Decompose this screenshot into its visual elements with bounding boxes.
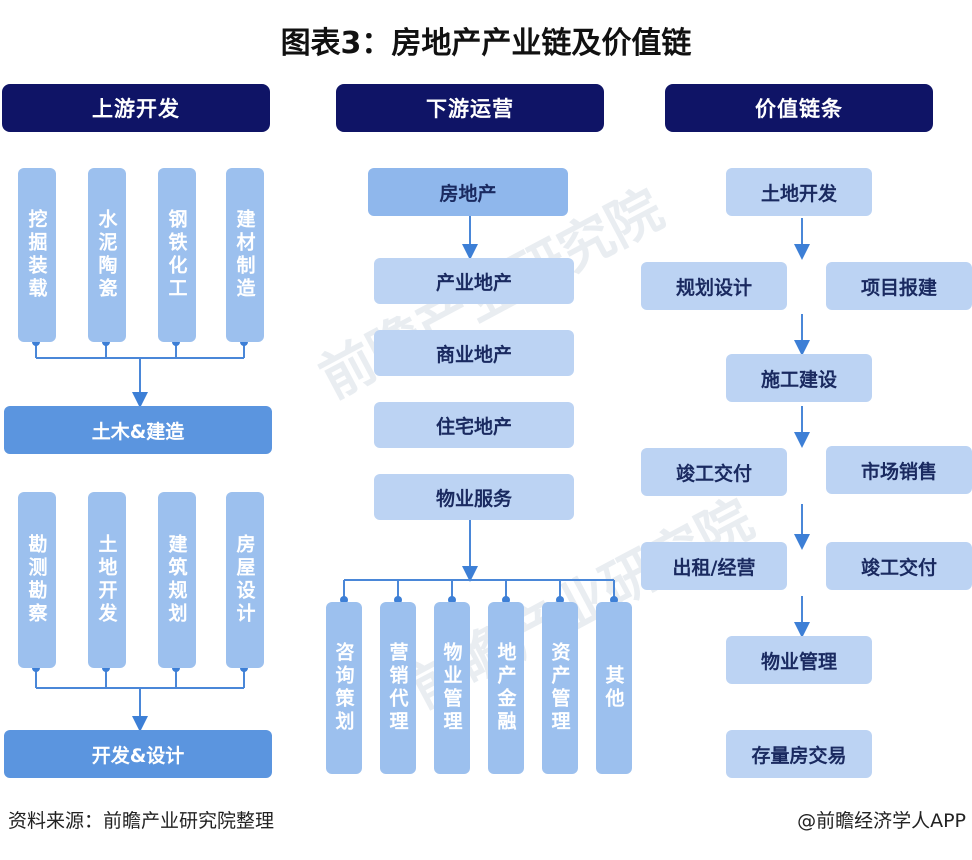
page-title: 图表3：房地产产业链及价值链 [280, 26, 692, 61]
vc-sales: 市场销售 [826, 446, 972, 494]
vc-land: 土地开发 [726, 168, 872, 216]
upstream-bottom-col: 勘测勘察 [18, 492, 56, 668]
downstream-sub-col: 物业管理 [434, 602, 470, 774]
upstream-merge-design: 开发&设计 [4, 730, 272, 778]
downstream-item: 商业地产 [374, 330, 574, 376]
downstream-sub-col: 资产管理 [542, 602, 578, 774]
header-upstream: 上游开发 [2, 84, 270, 132]
vc-complete-2: 竣工交付 [826, 542, 972, 590]
upstream-top-col: 挖掘装载 [18, 168, 56, 342]
upstream-top-col: 水泥陶瓷 [88, 168, 126, 342]
downstream-sub-col: 咨询策划 [326, 602, 362, 774]
header-downstream: 下游运营 [336, 84, 604, 132]
vc-approve: 项目报建 [826, 262, 972, 310]
vc-construct: 施工建设 [726, 354, 872, 402]
source-note: 资料来源：前瞻产业研究院整理 [8, 810, 275, 832]
downstream-item: 住宅地产 [374, 402, 574, 448]
downstream-sub-col: 其他 [596, 602, 632, 774]
vc-property: 物业管理 [726, 636, 872, 684]
upstream-merge-civil: 土木&建造 [4, 406, 272, 454]
upstream-bottom-col: 建筑规划 [158, 492, 196, 668]
brand-credit: @前瞻经济学人APP [797, 810, 966, 832]
downstream-item: 物业服务 [374, 474, 574, 520]
upstream-top-col: 建材制造 [226, 168, 264, 342]
downstream-sub-col: 地产金融 [488, 602, 524, 774]
upstream-bottom-col: 房屋设计 [226, 492, 264, 668]
downstream-root: 房地产 [368, 168, 568, 216]
vc-complete: 竣工交付 [641, 448, 787, 496]
upstream-top-col: 钢铁化工 [158, 168, 196, 342]
header-value-chain: 价值链条 [665, 84, 933, 132]
downstream-sub-col: 营销代理 [380, 602, 416, 774]
vc-trade: 存量房交易 [726, 730, 872, 778]
vc-plan: 规划设计 [641, 262, 787, 310]
downstream-item: 产业地产 [374, 258, 574, 304]
vc-lease: 出租/经营 [641, 542, 787, 590]
upstream-bottom-col: 土地开发 [88, 492, 126, 668]
